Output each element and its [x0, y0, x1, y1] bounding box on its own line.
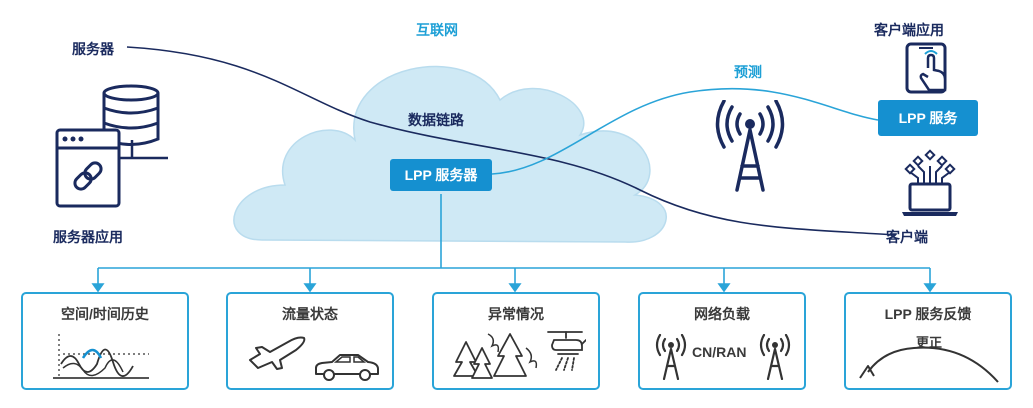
box-traffic-state: 流量状态	[226, 292, 394, 390]
box-lpp-service-feedback: LPP 服务反馈 更正	[844, 292, 1012, 390]
box-spatial-temporal-history: 空间/时间历史	[21, 292, 189, 390]
box-title: 流量状态	[282, 306, 338, 322]
box-anomalies: 异常情况	[432, 292, 600, 390]
helicopter-icon	[547, 331, 586, 371]
data-link-curve	[126, 46, 896, 236]
tablet-touch-icon	[905, 42, 947, 94]
box-title: 空间/时间历史	[61, 306, 149, 322]
browser-link-icon	[55, 128, 121, 208]
box-title: 异常情况	[488, 306, 544, 322]
internet-label: 互联网	[416, 22, 458, 38]
forest-fire-icon	[453, 333, 538, 379]
airplane-icon	[249, 336, 306, 370]
cell-tower-icon	[715, 100, 785, 192]
lpp-server-pill: LPP 服务器	[390, 159, 492, 191]
curved-arrow-icon	[859, 346, 999, 383]
prediction-label: 预测	[734, 64, 762, 80]
server-label: 服务器	[72, 41, 114, 57]
client-label: 客户端	[886, 229, 928, 245]
waveform-chart-icon	[53, 334, 149, 379]
data-link-label: 数据链路	[408, 112, 464, 128]
car-icon	[315, 354, 379, 381]
network-load-caption: CN/RAN	[692, 344, 747, 360]
client-app-label: 客户端应用	[874, 22, 944, 38]
antenna-icon	[655, 334, 687, 380]
laptop-chip-icon	[902, 149, 958, 216]
feedback-caption: 更正	[916, 335, 943, 350]
internet-cloud	[233, 65, 667, 243]
box-title: LPP 服务反馈	[884, 306, 972, 322]
box-title: 网络负载	[694, 306, 750, 322]
lpp-service-pill: LPP 服务	[878, 100, 978, 136]
server-app-label: 服务器应用	[53, 229, 123, 245]
box-network-load: 网络负载 CN/RAN	[638, 292, 806, 390]
prediction-curve	[491, 87, 879, 175]
antenna-icon	[759, 334, 791, 380]
